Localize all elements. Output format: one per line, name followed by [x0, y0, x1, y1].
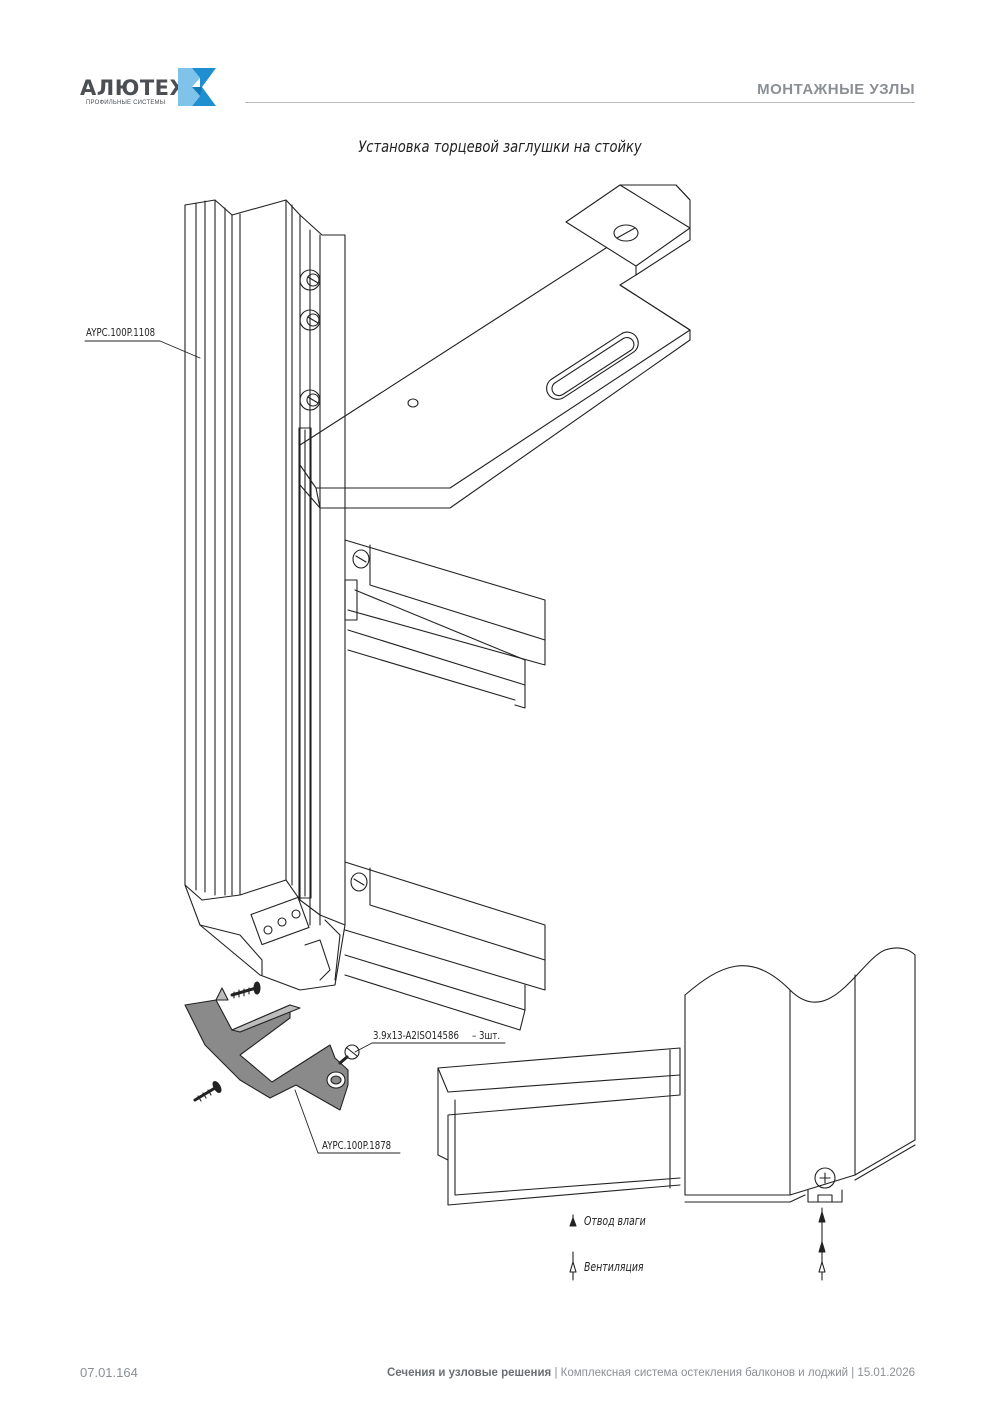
logo-subtitle: ПРОФИЛЬНЫЕ СИСТЕМЫ	[86, 100, 166, 106]
mounting-bracket	[299, 184, 691, 509]
logo-mark-icon	[178, 68, 216, 106]
page-header: АЛЮТЕХ ПРОФИЛЬНЫЕ СИСТЕМЫ МОНТАЖНЫЕ УЗЛЫ	[0, 0, 1000, 120]
detail-view	[437, 947, 916, 1206]
upper-horizontal-profile	[344, 539, 546, 709]
legend-ventilation: Вентиляция	[584, 1260, 644, 1274]
footer-doc-title: Сечения и узловые решения	[387, 1367, 552, 1379]
section-title: МОНТАЖНЫЕ УЗЛЫ	[757, 81, 915, 98]
end-cap-part	[184, 987, 349, 1111]
alutech-logo: АЛЮТЕХ ПРОФИЛЬНЫЕ СИСТЕМЫ	[80, 68, 220, 108]
drawing-title: Установка торцевой заглушки на стойку	[358, 137, 642, 156]
screw-quantity: – 3шт.	[472, 1029, 501, 1042]
profile-callout: AYPC.100P.1108	[86, 326, 156, 339]
callout-leaders	[84, 340, 506, 1154]
end-cap-callout: AYPC.100P.1878	[322, 1139, 392, 1152]
page-code: 07.01.164	[80, 1365, 138, 1380]
screw-callout: 3.9x13-A2ISO14586	[373, 1029, 459, 1042]
post-screws	[299, 269, 321, 411]
lower-horizontal-profile	[344, 861, 546, 1031]
legend-drainage: Отвод влаги	[584, 1214, 646, 1228]
footer-doc-details: | Комплексная система остекления балконо…	[551, 1367, 915, 1379]
flow-arrows	[569, 1207, 826, 1281]
loose-screws	[193, 981, 360, 1102]
logo-name: АЛЮТЕХ	[80, 76, 187, 100]
footer-info: Сечения и узловые решения | Комплексная …	[387, 1367, 915, 1379]
header-divider	[245, 102, 915, 103]
vertical-post-profile	[184, 199, 346, 991]
